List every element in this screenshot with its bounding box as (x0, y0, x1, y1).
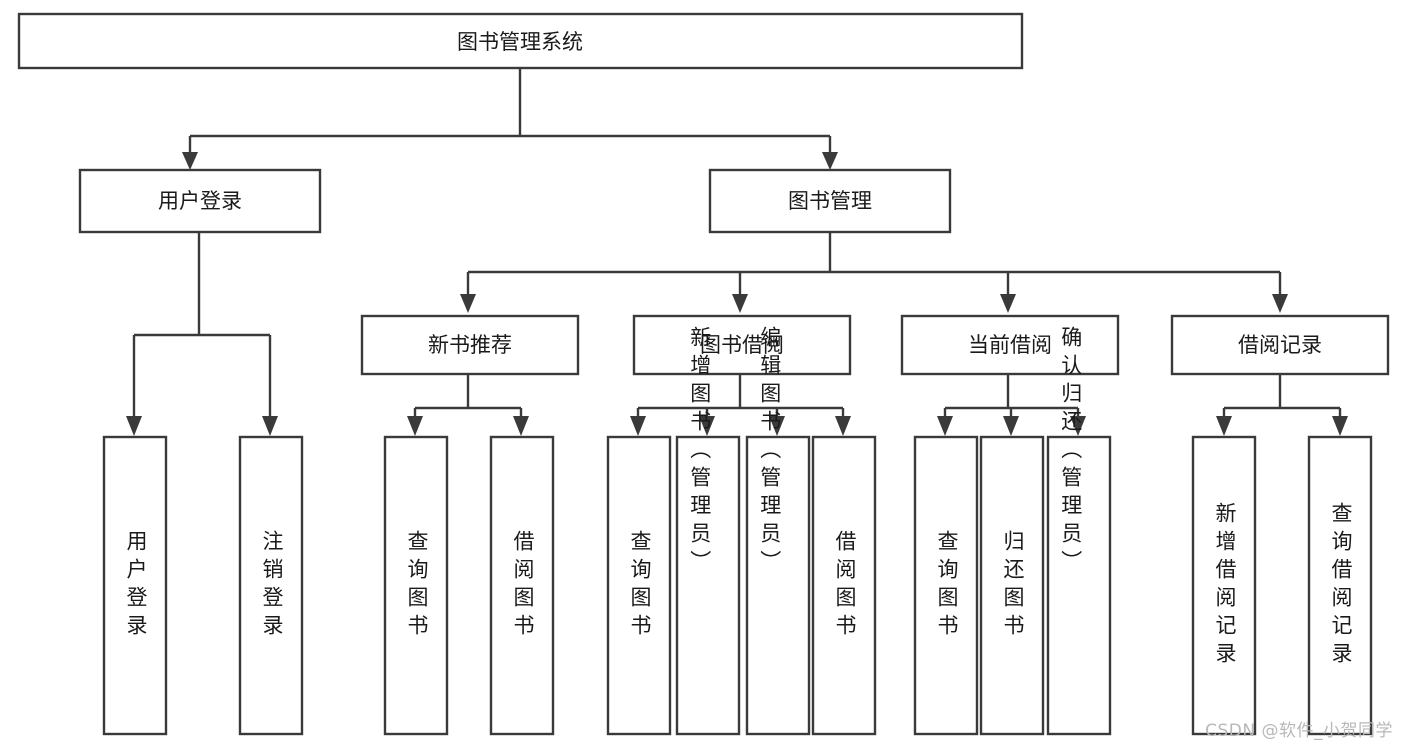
arrow-root-to-user-login (182, 152, 198, 170)
node-borrow-record[interactable]: 借阅记录 (1170, 314, 1390, 376)
leaf-node-user-login[interactable]: 用户登录 (102, 435, 168, 736)
node-root-label: 图书管理系统 (457, 30, 583, 54)
leaf-node-query-borrow-record-label: 查询借阅记录 (1329, 502, 1353, 670)
leaf-node-borrow-book-2-label: 借阅图书 (833, 530, 857, 642)
leaf-node-return-book[interactable]: 归还图书 (979, 435, 1045, 736)
leaf-node-query-book-2[interactable]: 查询图书 (606, 435, 672, 736)
node-user-login-label: 用户登录 (158, 189, 242, 213)
node-book-management-label: 图书管理 (788, 189, 872, 213)
leaf-node-add-book-admin-label: 新增图书（管理员） (688, 326, 712, 578)
arrow-to-current-borrow (1000, 294, 1016, 313)
node-current-borrow-box[interactable] (900, 314, 1120, 376)
leaf-node-add-book-admin[interactable]: 新增图书（管理员） (675, 326, 741, 736)
arrow-to-leaf-05 (630, 416, 646, 436)
node-current-borrow[interactable]: 当前借阅 (900, 314, 1120, 376)
leaf-node-query-book-1-box[interactable] (383, 435, 449, 736)
leaf-node-user-login-box[interactable] (102, 435, 168, 736)
arrow-to-leaf-06 (699, 416, 715, 436)
arrow-root-to-book-mgmt (822, 152, 838, 170)
arrow-to-leaf-02 (262, 416, 278, 436)
leaf-node-query-book-2-label: 查询图书 (628, 530, 652, 642)
node-root-box[interactable] (17, 12, 1024, 70)
node-user-login-box[interactable] (78, 168, 322, 234)
leaf-node-edit-book-admin[interactable]: 编辑图书（管理员） (745, 326, 811, 736)
node-new-book-recommend-label: 新书推荐 (428, 333, 512, 357)
node-book-borrow-box[interactable] (632, 314, 852, 376)
leaf-node-edit-book-admin-label: 编辑图书（管理员） (758, 326, 782, 578)
arrow-to-leaf-09 (937, 416, 953, 436)
leaf-node-logout-label: 注销登录 (260, 530, 284, 642)
arrow-to-borrow-record (1272, 294, 1288, 313)
node-new-book-recommend-box[interactable] (360, 314, 580, 376)
leaf-node-borrow-book-1-box[interactable] (489, 435, 555, 736)
leaf-node-confirm-return-admin-label: 确认归还（管理员） (1059, 326, 1083, 578)
leaf-node-borrow-book-1[interactable]: 借阅图书 (489, 435, 555, 736)
leaf-node-confirm-return-admin-box[interactable] (1046, 435, 1112, 736)
node-borrow-record-box[interactable] (1170, 314, 1390, 376)
node-root[interactable]: 图书管理系统 (17, 12, 1024, 70)
node-borrow-record-label: 借阅记录 (1238, 333, 1322, 357)
arrow-to-leaf-10 (1003, 416, 1019, 436)
leaf-node-add-borrow-record[interactable]: 新增借阅记录 (1191, 435, 1257, 736)
leaf-node-borrow-book-2-box[interactable] (811, 435, 877, 736)
arrow-to-leaf-11 (1070, 416, 1086, 436)
arrow-to-leaf-08 (835, 416, 851, 436)
leaf-node-query-book-1-label: 查询图书 (405, 530, 429, 642)
leaf-node-return-book-label: 归还图书 (1001, 530, 1025, 642)
leaf-node-edit-book-admin-box[interactable] (745, 435, 811, 736)
leaf-node-query-book-3-box[interactable] (913, 435, 979, 736)
node-current-borrow-label: 当前借阅 (968, 333, 1052, 357)
arrow-to-leaf-01 (126, 416, 142, 436)
leaf-node-query-book-1[interactable]: 查询图书 (383, 435, 449, 736)
leaf-node-user-login-label: 用户登录 (124, 530, 148, 642)
node-book-borrow[interactable]: 图书借阅 (632, 314, 852, 376)
leaf-node-query-book-2-box[interactable] (606, 435, 672, 736)
arrow-to-new-book-rec (460, 294, 476, 313)
arrow-to-leaf-12 (1216, 416, 1232, 436)
leaf-node-query-book-3-label: 查询图书 (935, 530, 959, 642)
node-user-login[interactable]: 用户登录 (78, 168, 322, 234)
arrow-to-leaf-07 (769, 416, 785, 436)
node-book-borrow-label: 图书借阅 (700, 333, 784, 357)
leaf-node-borrow-book-2[interactable]: 借阅图书 (811, 435, 877, 736)
node-book-management-box[interactable] (708, 168, 952, 234)
leaf-node-return-book-box[interactable] (979, 435, 1045, 736)
connector-layer (126, 68, 1348, 436)
leaf-node-confirm-return-admin[interactable]: 确认归还（管理员） (1046, 326, 1112, 736)
leaf-node-add-book-admin-box[interactable] (675, 435, 741, 736)
leaf-node-add-borrow-record-box[interactable] (1191, 435, 1257, 736)
leaf-node-query-borrow-record-box[interactable] (1307, 435, 1373, 736)
arrow-to-book-borrow (732, 294, 748, 313)
node-new-book-recommend[interactable]: 新书推荐 (360, 314, 580, 376)
leaf-node-add-borrow-record-label: 新增借阅记录 (1213, 502, 1237, 670)
node-book-management[interactable]: 图书管理 (708, 168, 952, 234)
leaf-node-query-book-3[interactable]: 查询图书 (913, 435, 979, 736)
leaf-node-logout[interactable]: 注销登录 (238, 435, 304, 736)
leaf-node-borrow-book-1-label: 借阅图书 (511, 530, 535, 642)
leaf-node-query-borrow-record[interactable]: 查询借阅记录 (1307, 435, 1373, 736)
arrow-to-leaf-04 (513, 416, 529, 436)
arrow-to-leaf-03 (407, 416, 423, 436)
leaf-node-logout-box[interactable] (238, 435, 304, 736)
arrow-to-leaf-13 (1332, 416, 1348, 436)
